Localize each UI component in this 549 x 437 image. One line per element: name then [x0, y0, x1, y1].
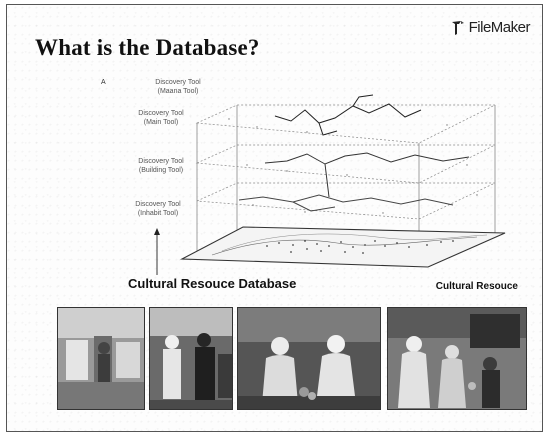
- slide-title: What is the Database?: [35, 35, 260, 60]
- layer-diagram: A: [101, 79, 506, 275]
- photo-people-seated-icon: [238, 308, 380, 409]
- layer-label-4a: Discovery Tool: [135, 201, 181, 208]
- caption-resource: Cultural Resouce: [435, 281, 518, 292]
- photo-strip: [57, 307, 527, 410]
- photo-people-seated: [237, 307, 381, 410]
- layer-label-3a: Discovery Tool: [138, 158, 184, 165]
- filemaker-logo-icon: [451, 20, 464, 35]
- caption-database: Cultural Resouce Database: [128, 276, 297, 291]
- photo-people-group-icon: [388, 308, 526, 409]
- layer-label-1a: Discovery Tool: [155, 79, 201, 86]
- photo-people-standing-icon: [150, 308, 232, 409]
- layer-label-3b: (Building Tool): [139, 167, 183, 174]
- upward-arrow-icon: [154, 228, 160, 275]
- base-map-plane: [179, 226, 506, 268]
- brand-name: FileMaker: [468, 19, 531, 36]
- slide: What is the Database? FileMaker A: [6, 4, 543, 432]
- diagram-marker: A: [101, 79, 106, 86]
- photo-interior: [57, 307, 145, 410]
- layer-plane-2: [195, 144, 496, 184]
- layer-planes: [195, 104, 496, 220]
- photo-people-standing: [149, 307, 233, 410]
- layer-label-2a: Discovery Tool: [138, 110, 184, 117]
- layer-plane-3: [196, 182, 496, 220]
- brand-logo: FileMaker: [451, 19, 531, 36]
- photo-people-group: [387, 307, 527, 410]
- layer-labels: Discovery Tool (Maana Tool) Discovery To…: [135, 79, 201, 217]
- layer-label-1b: (Maana Tool): [158, 88, 199, 95]
- photo-interior-icon: [58, 308, 144, 409]
- layer-label-4b: (Inhabit Tool): [138, 210, 178, 217]
- layer-label-2b: (Main Tool): [144, 119, 179, 126]
- layer-plane-1: [195, 104, 496, 144]
- layer-dots: [228, 118, 478, 214]
- layer-features: [238, 94, 470, 212]
